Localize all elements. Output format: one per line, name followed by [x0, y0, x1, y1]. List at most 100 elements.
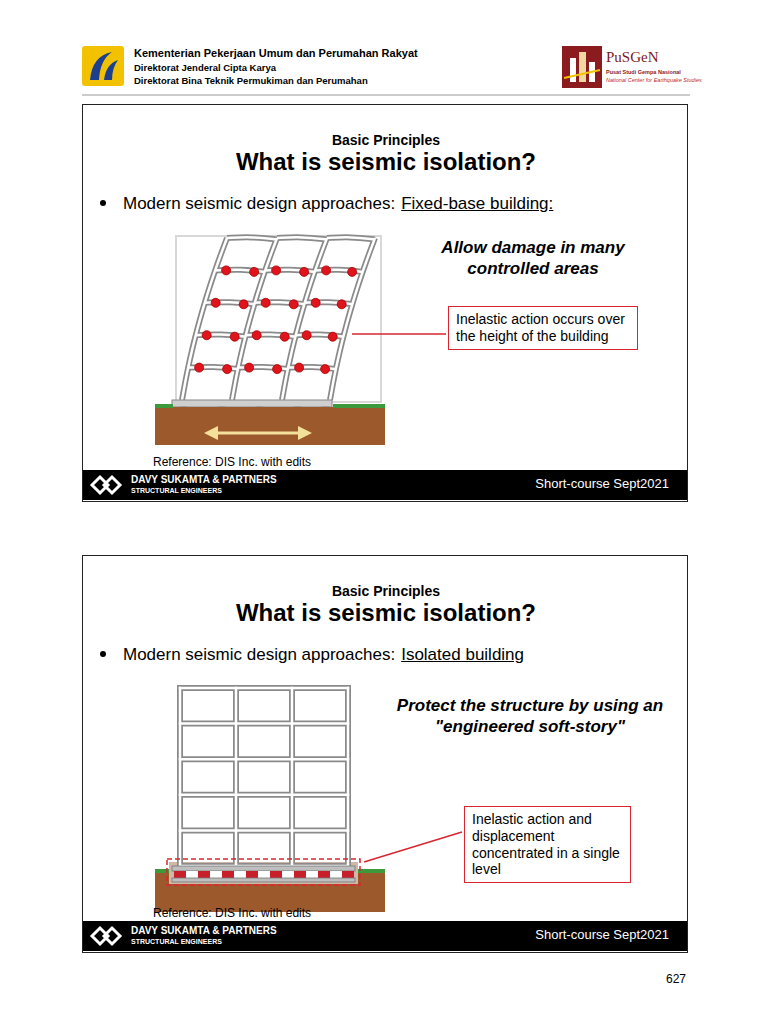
frame-member	[180, 685, 348, 691]
undeformed-frame	[176, 236, 381, 402]
frame-member	[180, 794, 348, 797]
bullet-text: Modern seismic design approaches:	[123, 194, 395, 214]
bearing	[342, 871, 354, 878]
frame-member	[180, 829, 348, 832]
logo-building	[570, 58, 576, 82]
plastic-hinge	[273, 365, 282, 374]
reference-text: Reference: DIS Inc. with edits	[153, 455, 311, 469]
bearing	[270, 871, 282, 878]
bearing	[294, 871, 306, 878]
firm-logo	[92, 477, 120, 493]
note-text: Allow damage in many controlled areas	[405, 237, 661, 280]
frame-member	[233, 688, 239, 866]
grass	[155, 404, 173, 408]
logo-mark	[104, 60, 118, 80]
bullet-term: Fixed-base building:	[401, 194, 553, 214]
plastic-hinge	[250, 267, 259, 276]
note-text: Protect the structure by using an "engin…	[375, 695, 685, 738]
plastic-hinge	[230, 332, 239, 341]
center-logo-subtitle: Pusat Studi Gempa Nasional	[606, 69, 681, 75]
frame-member	[177, 688, 183, 866]
frame-member	[180, 722, 348, 725]
plastic-hinge	[322, 266, 331, 275]
bullet	[100, 651, 106, 657]
plastic-hinge	[222, 266, 231, 275]
page-number: 627	[666, 972, 686, 986]
ministry-logo	[82, 46, 124, 86]
firm-subtitle: STRUCTURAL ENGINEERS	[131, 487, 222, 494]
directorate-name: Direktorat Bina Teknik Permukiman dan Pe…	[134, 75, 368, 86]
bullet	[100, 200, 106, 206]
slide-title: What is seismic isolation?	[83, 599, 689, 627]
bearing	[198, 871, 210, 878]
course-label: Short-course Sept2021	[535, 927, 669, 942]
bullet-term: Isolated building	[401, 645, 524, 665]
logo-ground	[562, 46, 602, 88]
firm-name: DAVY SUKAMTA & PARTNERS	[131, 474, 277, 485]
frame-member	[180, 827, 348, 833]
footer-bar	[82, 470, 688, 500]
callout-box: Inelastic action and displacement concen…	[464, 806, 631, 883]
bearing	[330, 871, 342, 878]
isolated-frame	[180, 688, 348, 866]
beam	[277, 237, 327, 239]
callout-text: Inelastic action and displacement concen…	[472, 811, 623, 878]
plastic-hinge	[223, 365, 232, 374]
center-logo-name: PuSGeN	[606, 49, 659, 66]
grass	[358, 869, 385, 873]
plastic-hinge	[261, 298, 270, 307]
directorate-name: Direktorat Jenderal Cipta Karya	[134, 62, 276, 73]
slide-title: What is seismic isolation?	[83, 148, 689, 176]
plastic-hinge	[300, 267, 309, 276]
frame-member	[347, 688, 350, 866]
slide-panel: Basic PrinciplesWhat is seismic isolatio…	[82, 104, 688, 502]
center-logo-subtitle: National Center for Earthquake Studies	[606, 77, 702, 83]
column	[330, 238, 375, 400]
bearing	[246, 871, 258, 878]
plastic-hinge	[245, 363, 254, 372]
beam	[327, 237, 375, 239]
frame-member	[289, 688, 295, 866]
frame-member	[345, 688, 351, 866]
bearing	[210, 871, 222, 878]
grass	[333, 404, 385, 408]
beam	[327, 237, 375, 239]
plastic-hinge	[289, 300, 298, 309]
frame-member	[180, 687, 348, 690]
isolation-pit	[169, 862, 358, 884]
frame-member	[291, 688, 294, 866]
frame-member	[180, 758, 348, 761]
column	[232, 238, 277, 400]
slide-kicker: Basic Principles	[83, 132, 689, 148]
beam	[227, 237, 277, 239]
beam	[227, 237, 277, 239]
beam	[277, 237, 327, 239]
column	[182, 238, 227, 400]
deformed-frame	[182, 237, 375, 400]
reference-text: Reference: DIS Inc. with edits	[153, 906, 311, 920]
bullet-text: Modern seismic design approaches:	[123, 645, 395, 665]
bearing	[282, 871, 294, 878]
plastic-hinge	[337, 300, 346, 309]
course-label: Short-course Sept2021	[535, 476, 669, 491]
footer-bar	[82, 921, 688, 951]
ministry-name: Kementerian Pekerjaan Umum dan Perumahan…	[134, 47, 418, 59]
firm-logo	[92, 928, 120, 944]
logo-wave	[564, 70, 600, 78]
column	[282, 238, 327, 400]
frame-member	[180, 721, 348, 727]
slide-panel: Basic PrinciplesWhat is seismic isolatio…	[82, 555, 688, 953]
ground	[155, 407, 385, 445]
frame-member	[180, 792, 348, 798]
foundation-slab	[172, 400, 332, 407]
column	[232, 238, 277, 400]
bearing	[222, 871, 234, 878]
bearing	[186, 871, 198, 878]
leader-line	[364, 832, 462, 862]
plastic-hinge	[328, 332, 337, 341]
slide-kicker: Basic Principles	[83, 583, 689, 599]
bearing	[306, 871, 318, 878]
plastic-hinge	[195, 363, 204, 372]
plastic-hinge	[202, 331, 211, 340]
